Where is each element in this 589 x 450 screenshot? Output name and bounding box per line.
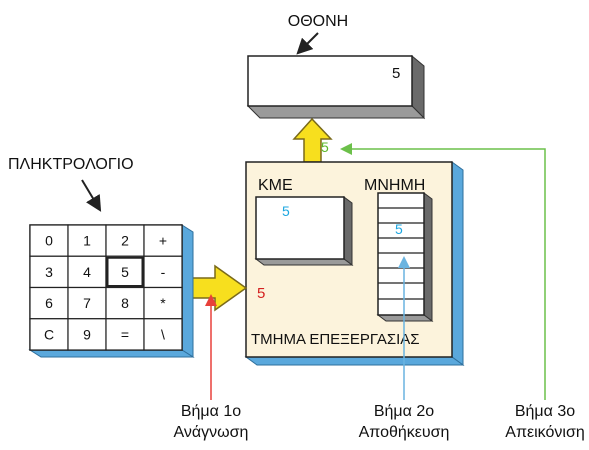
keyboard-key-label: 9: [83, 326, 91, 342]
step1-desc: Ανάγνωση: [174, 424, 249, 441]
cpu-box: [254, 196, 354, 266]
keyboard-key-label: 1: [83, 233, 91, 249]
keyboard-key: 5: [105, 255, 145, 289]
input-value: 5: [257, 285, 265, 302]
keyboard-key-label: -: [161, 264, 166, 280]
keyboard-key-label: 4: [83, 264, 91, 280]
output-value: 5: [321, 139, 329, 155]
keyboard-key-label: 5: [121, 264, 129, 280]
keyboard-key: -: [143, 255, 183, 289]
keyboard-key: 7: [67, 286, 107, 320]
keyboard-key-label: C: [44, 326, 54, 342]
keyboard-key-label: 0: [45, 233, 53, 249]
keyboard-keys: 0 1 2 +3 4 5 - 6 7 8 * C 9 = \: [29, 224, 183, 351]
processing-unit-label: ΤΜΗΜΑ ΕΠΕΞΕΡΓΑΣΙΑΣ: [251, 331, 420, 348]
keyboard-key-label: *: [160, 295, 166, 311]
cpu-label: ΚΜΕ: [258, 177, 293, 194]
step3-arrow: [340, 143, 546, 400]
memory-stack: [376, 192, 434, 322]
keyboard-key-label: 8: [121, 295, 129, 311]
cpu-value: 5: [282, 203, 290, 219]
keyboard-key: 8: [105, 286, 145, 320]
keyboard-key-label: 6: [45, 295, 53, 311]
screen-label: ΟΘΟΝΗ: [288, 13, 348, 30]
keyboard-key-label: +: [159, 233, 167, 249]
keyboard-key: 4: [67, 255, 107, 289]
keyboard-key: 9: [67, 318, 107, 351]
keyboard-key: 0: [29, 224, 69, 257]
step1-title: Βήμα 1ο: [181, 403, 241, 420]
memory-value: 5: [395, 221, 403, 237]
keyboard-key-label: 7: [83, 295, 91, 311]
keyboard-key: C: [29, 318, 69, 351]
keyboard-key: \: [143, 318, 183, 351]
screen-value: 5: [392, 65, 400, 82]
keyboard-pointer-arrow: [81, 179, 102, 212]
keyboard-key-label: =: [121, 326, 129, 342]
keyboard-key-label: \: [161, 326, 165, 342]
memory-label: ΜΝΗΜΗ: [364, 177, 425, 194]
keyboard-key: 1: [67, 224, 107, 257]
input-arrow: [187, 264, 248, 312]
keyboard-key: 6: [29, 286, 69, 320]
keyboard-key: 2: [105, 224, 145, 257]
keyboard-key-label: 3: [45, 264, 53, 280]
keyboard-key: =: [105, 318, 145, 351]
step2-desc: Αποθήκευση: [359, 424, 450, 441]
step3-title: Βήμα 3ο: [515, 403, 575, 420]
keyboard-key: +: [143, 224, 183, 257]
keyboard-key: *: [143, 286, 183, 320]
step2-title: Βήμα 2ο: [374, 403, 434, 420]
keyboard-label: ΠΛΗΚΤΡΟΛΟΓΙΟ: [8, 156, 134, 173]
keyboard-key-label: 2: [121, 233, 129, 249]
pressed-key-highlight: [106, 256, 144, 287]
keyboard-key: 3: [29, 255, 69, 289]
step3-desc: Απεικόνιση: [505, 424, 584, 441]
screen-box: [246, 54, 426, 120]
screen-pointer-arrow: [296, 32, 319, 55]
